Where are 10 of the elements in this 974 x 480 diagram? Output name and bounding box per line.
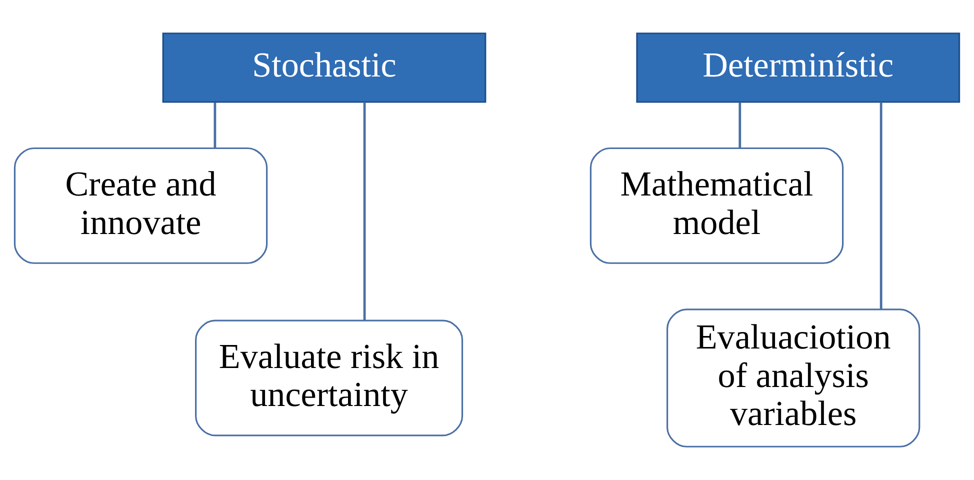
connector (738, 102, 742, 148)
connector (880, 102, 882, 309)
node-box: Determinístic (636, 32, 960, 103)
node-box: Mathematical model (590, 147, 844, 264)
connector (363, 102, 366, 320)
node-box: Evaluaciotion of analysis variables (666, 308, 920, 448)
node-box: Stochastic (162, 32, 486, 103)
node-box: Create and innovate (14, 147, 268, 264)
node-box: Evaluate risk in uncertainty (195, 320, 464, 436)
connector (214, 102, 216, 148)
